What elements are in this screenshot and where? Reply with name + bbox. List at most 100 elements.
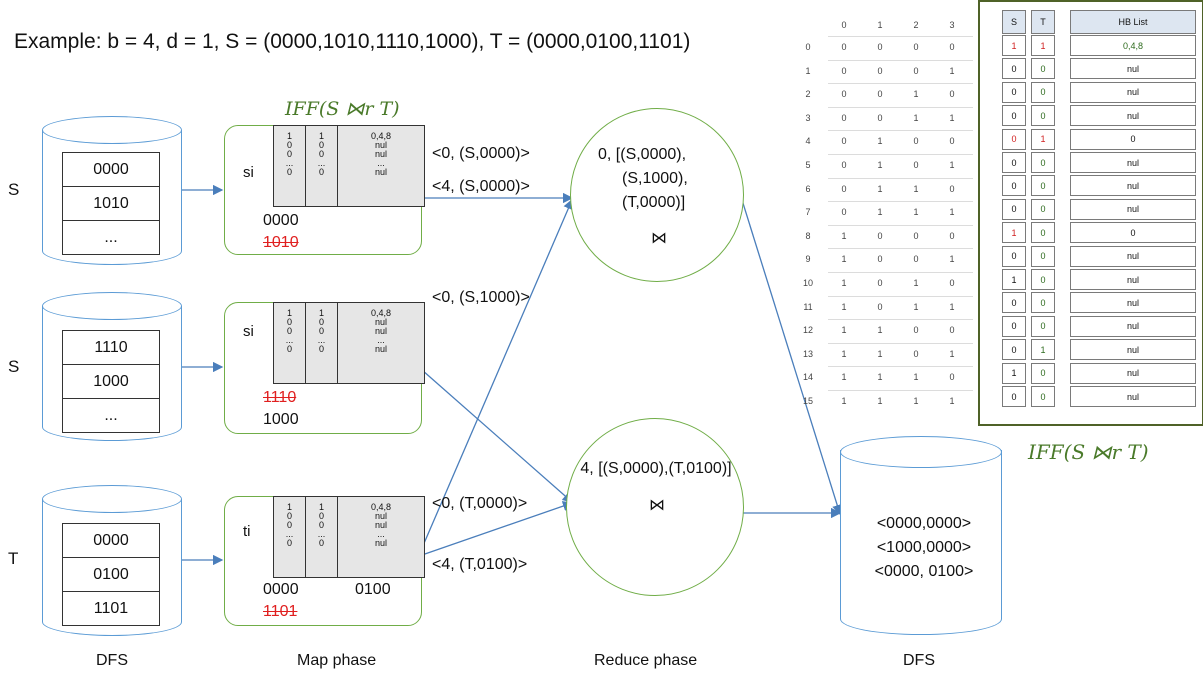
output-record: <1000,0000> (876, 539, 972, 556)
grid-cell: 1 (841, 254, 847, 265)
mini-cell: 0 (286, 520, 292, 530)
grid-cell: 1 (877, 136, 883, 147)
hb-iff-caption: IFF(S ⋈r T) (1028, 440, 1149, 464)
hb-bit-cell: 0 (1002, 198, 1026, 220)
grid-cell: 1 (841, 278, 847, 288)
grid-index: 9 (805, 254, 811, 265)
mini-cell: 1 (318, 131, 324, 141)
iff-label: IFF(S ⋈r T) (285, 98, 400, 120)
grid-cell: 0 (841, 65, 847, 76)
row-label-t: T (8, 549, 19, 568)
grid-cell: 0 (913, 160, 919, 170)
join-symbol: ⋈ (651, 230, 667, 247)
grid-index: 1 (805, 65, 811, 76)
mini-cell: 0 (318, 344, 324, 354)
mini-cell: ... (285, 158, 294, 168)
hb-bit-cell: 0 (1031, 222, 1055, 244)
mini-cell: ... (317, 158, 326, 168)
dfs-input-cylinder-s1: 0000 1010 ... (42, 116, 182, 266)
mini-cell: ... (317, 529, 326, 539)
grid-index: 6 (805, 183, 811, 194)
hb-bit-cell: 0 (1031, 362, 1055, 384)
dfs-record: 1000 (63, 365, 159, 399)
hb-list-cell: 0,4,8 (1070, 35, 1196, 56)
grid-cell: 0 (913, 348, 919, 359)
hb-list-cell: nul (1070, 292, 1196, 314)
hb-list-cell: nul (1070, 105, 1196, 127)
mini-cell: ... (285, 529, 294, 539)
mini-cell: 0 (318, 520, 324, 530)
mini-cell: 0 (318, 511, 324, 521)
grid-cell: 1 (841, 325, 847, 336)
grid-cell: 0 (877, 278, 883, 288)
caption-dfs-input: DFS (96, 652, 128, 669)
mini-cell: nul (374, 511, 387, 521)
grid-cell: 0 (949, 136, 955, 147)
hb-bit-cell: 0 (1031, 386, 1055, 407)
hb-list-cell: nul (1070, 362, 1196, 384)
grid-cell: 0 (913, 254, 919, 265)
grid-cell: 0 (913, 325, 919, 336)
hb-list-cell: 0 (1070, 222, 1196, 244)
grid-index: 3 (805, 112, 811, 123)
reducer-line: (T,0000)] (622, 194, 686, 211)
grid-cell: 1 (949, 65, 955, 76)
grid-cell: 0 (949, 42, 955, 52)
grid-index: 5 (805, 160, 811, 170)
grid-cell: 1 (841, 396, 847, 406)
grid-cell: 1 (913, 372, 919, 383)
grid-cell: 0 (841, 89, 847, 100)
grid-cell: 1 (949, 112, 955, 123)
grid-index: 10 (802, 278, 813, 288)
caption-dfs-output: DFS (903, 652, 935, 669)
map-value-struck: 1101 (263, 603, 298, 620)
map-subscript: si (243, 164, 254, 181)
hb-list-cell: nul (1070, 152, 1196, 173)
hb-list-cell: nul (1070, 58, 1196, 80)
hb-bit-cell: 0 (1002, 339, 1026, 361)
hb-bit-cell: 0 (1002, 58, 1026, 80)
grid-cell: 1 (841, 301, 847, 312)
hb-bit-cell: 0 (1002, 386, 1026, 407)
dfs-record: 1010 (63, 187, 159, 221)
reducer-line: 0, [(S,0000), (598, 146, 687, 163)
grid-cell: 1 (913, 301, 919, 312)
hb-header: T (1031, 10, 1055, 34)
hb-list-cell: nul (1070, 315, 1196, 337)
hb-bit-cell: 0 (1031, 198, 1055, 220)
grid-cell: 0 (913, 230, 919, 241)
dfs-record: 0000 (63, 524, 159, 558)
grid-header: 3 (949, 20, 955, 30)
mini-cell: 0 (286, 317, 292, 327)
grid-index: 13 (802, 348, 813, 359)
grid-cell: 1 (913, 207, 919, 218)
hb-bit-cell: 0 (1031, 105, 1055, 127)
output-record: <0000, 0100> (874, 563, 974, 580)
grid-cell: 0 (877, 89, 883, 100)
grid-cell: 0 (913, 42, 919, 52)
grid-cell: 0 (841, 136, 847, 147)
mini-cell: nul (374, 344, 387, 354)
grid-cell: 1 (841, 372, 847, 383)
row-label-s2: S (8, 357, 20, 376)
edge-label: <4, (T,0100)> (432, 556, 528, 573)
grid-cell: 1 (841, 230, 847, 241)
dfs-input-cylinder-t: 0000 0100 1101 (42, 485, 182, 637)
hb-list-cell: nul (1070, 245, 1196, 267)
hb-list-cell: nul (1070, 175, 1196, 197)
hb-bit-cell: 0 (1002, 105, 1026, 127)
grid-cell: 0 (949, 89, 955, 100)
